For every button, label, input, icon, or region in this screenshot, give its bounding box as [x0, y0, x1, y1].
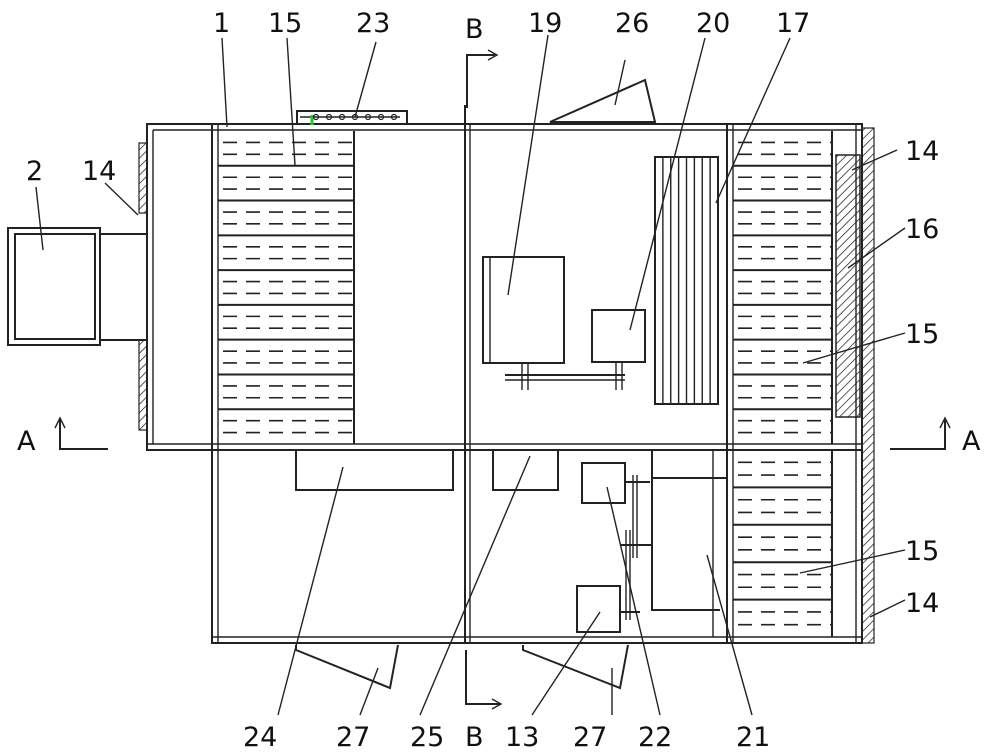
external-unit-2 — [8, 228, 147, 345]
label-26: 26 — [615, 8, 649, 39]
label-27: 27 — [336, 722, 370, 753]
label-16: 16 — [905, 214, 939, 245]
section-marker-a-left — [55, 418, 108, 449]
label-b-top: B — [465, 14, 484, 45]
label-25: 25 — [410, 722, 444, 753]
label-a-right: A — [962, 426, 981, 457]
seal-strip-left-upper — [139, 143, 147, 213]
label-27: 27 — [573, 722, 607, 753]
label-14: 14 — [82, 156, 116, 187]
label-a-left: A — [17, 426, 36, 457]
label-21: 21 — [736, 722, 770, 753]
vent-27-left — [296, 645, 398, 688]
section-marker-a-right — [890, 418, 950, 449]
component-19 — [483, 257, 564, 363]
indicator-bar-23 — [297, 111, 407, 125]
label-15: 15 — [905, 536, 939, 567]
label-14: 14 — [905, 588, 939, 619]
label-19: 19 — [528, 8, 562, 39]
label-24: 24 — [243, 722, 277, 753]
section-marker-b-bottom — [466, 650, 501, 709]
component-13 — [577, 586, 620, 632]
panel-stack-left — [218, 131, 354, 444]
label-b-bottom: B — [465, 722, 484, 753]
label-2: 2 — [26, 156, 43, 187]
label-13: 13 — [505, 722, 539, 753]
panel-stack-right-upper — [733, 131, 832, 444]
label-14: 14 — [905, 136, 939, 167]
label-15: 15 — [905, 319, 939, 350]
component-22 — [582, 463, 625, 503]
label-15: 15 — [268, 8, 302, 39]
component-25 — [493, 450, 558, 490]
label-23: 23 — [356, 8, 390, 39]
panel-stack-right-lower — [733, 450, 832, 637]
filter-16 — [836, 155, 860, 417]
drive-shaft — [505, 362, 625, 390]
label-1: 1 — [213, 8, 230, 39]
vent-26 — [550, 80, 655, 122]
seal-strip-left-lower — [139, 340, 147, 430]
component-20 — [592, 310, 645, 362]
label-22: 22 — [638, 722, 672, 753]
label-17: 17 — [776, 8, 810, 39]
component-24 — [296, 450, 453, 490]
section-marker-b-top — [467, 50, 497, 108]
seal-strip-right — [862, 128, 874, 643]
label-20: 20 — [696, 8, 730, 39]
